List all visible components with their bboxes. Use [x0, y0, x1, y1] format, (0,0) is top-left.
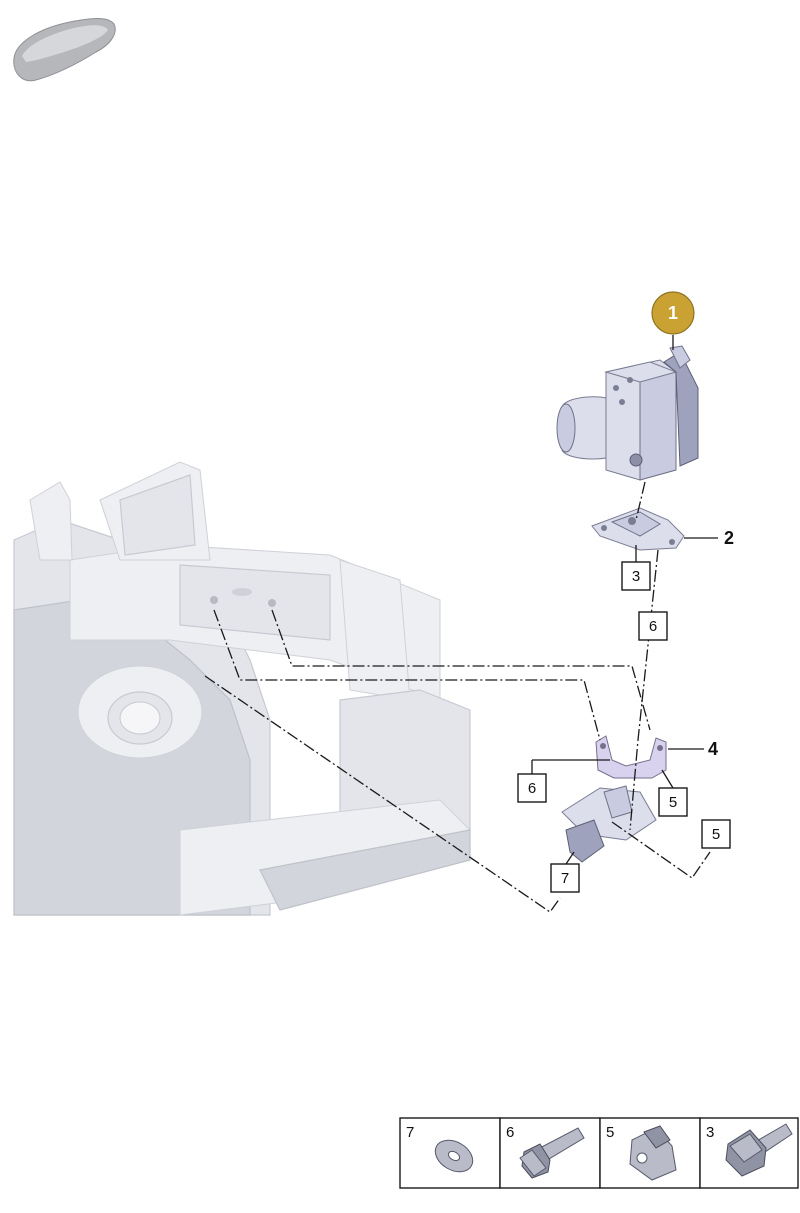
legend-cell-hex-bolt[interactable]: 3 [706, 1123, 793, 1177]
legend-num: 6 [506, 1124, 514, 1141]
vehicle-thumbnail-icon[interactable] [13, 18, 116, 82]
legend-num: 7 [406, 1124, 414, 1141]
callout-7-label: 7 [561, 870, 569, 887]
hex-bolt-icon [725, 1123, 793, 1177]
callout-6-box-upper[interactable]: 6 [638, 611, 668, 641]
body-frame [13, 461, 471, 916]
callout-3-label: 3 [632, 568, 640, 585]
callout-6-lower-label: 6 [528, 780, 536, 797]
legend-cell-washer[interactable]: 7 [406, 1124, 478, 1178]
legend-num: 5 [606, 1124, 614, 1141]
callout-6-upper-label: 6 [649, 618, 657, 635]
callout-3-box[interactable]: 3 [621, 545, 651, 591]
callout-7-box[interactable]: 7 [550, 851, 580, 893]
legend-cell-flange-bolt[interactable]: 6 [506, 1124, 585, 1179]
legend-num: 3 [706, 1124, 714, 1141]
callout-5-box-far[interactable]: 5 [701, 819, 731, 849]
callout-4-label: 4 [708, 739, 718, 759]
callout-5-right-label: 5 [669, 794, 677, 811]
callout-4[interactable]: 4 [668, 739, 718, 759]
callout-1-label: 1 [668, 303, 678, 323]
callout-1-highlight[interactable]: 1 [651, 291, 695, 350]
callout-2[interactable]: 2 [684, 528, 734, 548]
module-bracket[interactable] [591, 507, 685, 551]
hardware-legend: 7 6 5 3 [399, 1117, 799, 1189]
flange-nut-icon [629, 1125, 677, 1181]
legend-cell-flange-nut[interactable]: 5 [606, 1124, 677, 1181]
callout-6-box-lower[interactable]: 6 [517, 759, 610, 803]
callout-5-box-right[interactable]: 5 [658, 769, 688, 817]
support-bracket[interactable] [561, 735, 667, 863]
abs-hydraulic-module[interactable] [556, 345, 699, 481]
flange-bolt-icon [519, 1127, 585, 1179]
washer-icon [434, 1139, 474, 1173]
callout-5-far-label: 5 [712, 826, 720, 843]
callout-2-label: 2 [724, 528, 734, 548]
